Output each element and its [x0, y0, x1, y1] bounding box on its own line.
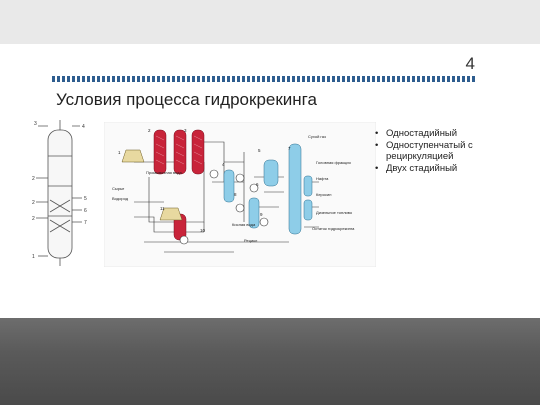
bullet-dot-icon: • [375, 163, 379, 174]
bullet-item: •Двух стадийный [375, 163, 458, 174]
dashed-divider [52, 76, 476, 82]
slide-title: Условия процесса гидрокрекинга [56, 90, 317, 109]
stream-label: Сухой газ [308, 134, 326, 139]
bullet-dot-icon: • [375, 140, 379, 151]
equipment-number: 6 [256, 182, 259, 187]
reactor-diagram: 3 4 2 2 2 5 6 7 1 [32, 120, 87, 266]
stream-label: Керосин [316, 192, 331, 197]
equipment-number: 8 [234, 192, 237, 197]
reactor-vessel [153, 129, 205, 241]
heat-exchanger [179, 169, 269, 245]
equipment-number: 7 [288, 146, 291, 151]
reactor-label: 2 [32, 176, 35, 182]
bullet-dot-icon: • [375, 128, 379, 139]
equipment-number: 5 [258, 148, 261, 153]
floor-band [0, 318, 540, 405]
stream-label: Дизельное топливо [316, 210, 353, 215]
reactor-label: 3 [34, 121, 37, 127]
stream-label: Промывочная вода [146, 170, 183, 175]
reactor-label: 6 [84, 208, 87, 214]
equipment-number: 2 [148, 128, 151, 133]
stream-label: Нафта [316, 176, 329, 181]
reactor-label: 4 [82, 124, 85, 130]
reactor-label: 5 [84, 196, 87, 202]
stream-label: Кислая вода [232, 222, 256, 227]
slide-number: 4 [465, 54, 475, 73]
bullet-item: •Одностадийный [375, 128, 458, 139]
bullet-list: •Одностадийный •Одноступенчатый с рецирк… [372, 128, 522, 175]
feed-label: Водород [112, 196, 129, 201]
reactor-label: 2 [32, 200, 35, 206]
equipment-number: 3 [184, 128, 187, 133]
bullet-item: •Одноступенчатый с рециркуляцией [375, 140, 473, 162]
reactor-label: 2 [32, 216, 35, 222]
stream-label: Рецикл [244, 238, 258, 243]
equipment-number: 11 [160, 206, 165, 211]
equipment-number: 4 [222, 162, 225, 167]
equipment-number: 9 [260, 212, 263, 217]
equipment-number: 1 [118, 150, 121, 155]
equipment-number: 10 [200, 228, 206, 233]
process-flowsheet: Сухой газ Головная фракция Нафта Керосин… [104, 122, 376, 267]
compressor [121, 149, 183, 221]
reactor-label: 1 [32, 254, 35, 260]
reactor-label: 7 [84, 220, 87, 226]
separator-vessel [223, 143, 313, 235]
feed-label: Сырье [112, 186, 125, 191]
stream-label: Головная фракция [316, 160, 351, 165]
stream-label: Остаток гидрокрекинга [312, 226, 355, 231]
